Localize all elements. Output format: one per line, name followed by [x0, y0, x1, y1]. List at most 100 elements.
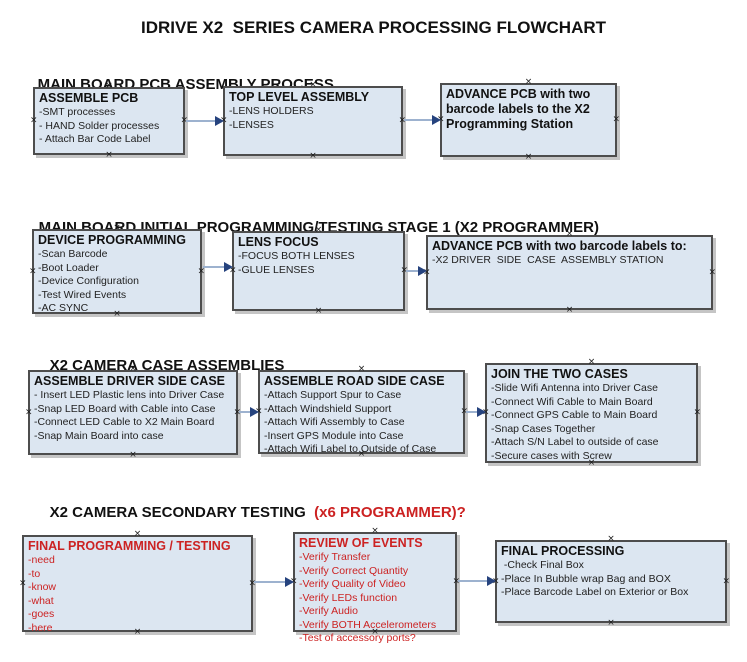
box-line: -Snap LED Board with Cable into Case [34, 402, 216, 415]
arrow-line [254, 581, 286, 583]
flow-box-review-of-events: REVIEW OF EVENTS -Verify Transfer-Verify… [290, 527, 460, 645]
arrow-head-icon [250, 407, 259, 417]
box-line: -Attach Support Spur to Case [264, 389, 402, 401]
box-line: -Insert GPS Module into Case [264, 429, 404, 442]
connection-handle-icon: × [30, 115, 38, 126]
connection-handle-icon: × [524, 152, 533, 162]
flow-box-advance-pcb-programming-station: ADVANCE PCB with two barcode labels to t… [437, 78, 620, 162]
arrow-head-icon [477, 407, 486, 417]
box-line: -goes [28, 608, 55, 620]
arrow-line [458, 580, 488, 582]
box-items: -Check Final Box-Place In Bubble wrap Ba… [501, 559, 721, 600]
box-line: -Check Final Box [501, 559, 584, 571]
box-title: DEVICE PROGRAMMING [38, 233, 186, 247]
box-title: ASSEMBLE PCB [39, 91, 139, 105]
box-line: -Place Barcode Label on Exterior or Box [501, 586, 689, 598]
box-line: -Secure cases with Screw [491, 449, 612, 462]
box-title: LENS FOCUS [238, 235, 319, 249]
section-heading-text: X2 CAMERA SECONDARY TESTING [49, 504, 315, 521]
connection-handle-icon: × [612, 114, 620, 125]
arrow-head-icon [215, 116, 224, 126]
connection-handle-icon: × [398, 115, 406, 126]
arrow-head-icon [418, 266, 427, 276]
arrow-line [406, 270, 419, 272]
box-line: -Snap Cases Together [491, 422, 596, 435]
box-title: ADVANCE PCB with two barcode labels to t… [446, 87, 591, 131]
box-line: -LENS HOLDERS [229, 105, 314, 117]
section-heading-case-assemblies: X2 CAMERA CASE ASSEMBLIES [33, 340, 285, 391]
box-items: -SMT processes- HAND Solder processes- A… [39, 106, 179, 147]
box-title: REVIEW OF EVENTS [299, 536, 423, 550]
connection-handle-icon: × [19, 578, 27, 588]
page-title: IDRIVE X2 SERIES CAMERA PROCESSING FLOWC… [140, 18, 607, 37]
arrow-line [466, 411, 478, 413]
box-items: -need-to-know-what-goes-here [28, 554, 247, 635]
box-line: -Connect GPS Cable to Main Board [491, 409, 658, 421]
arrow-head-icon [285, 577, 294, 587]
box-line: -LENSES [229, 118, 274, 131]
arrow-line [404, 119, 433, 121]
flow-box-final-programming-testing: FINAL PROGRAMMING / TESTING -need-to-kno… [19, 530, 256, 637]
box-line: -Connect Wifi Cable to Main Board [491, 395, 653, 408]
section-heading-secondary-testing: X2 CAMERA SECONDARY TESTING (x6 PROGRAMM… [33, 487, 466, 538]
box-line: -Verify BOTH Accelerometers [299, 618, 437, 631]
box-line: - HAND Solder processes [39, 119, 160, 132]
arrow-head-icon [487, 576, 496, 586]
box-line: - Attach Bar Code Label [39, 133, 151, 145]
box-line: -Verify Transfer [299, 551, 371, 563]
box-line: -AC SYNC [38, 302, 89, 314]
box-line: -Connect LED Cable to X2 Main Board [34, 416, 215, 428]
box-items: -Scan Barcode-Boot Loader-Device Configu… [38, 248, 196, 316]
box-line: -Verify Audio [299, 605, 358, 617]
connection-handle-icon: × [357, 364, 366, 374]
connection-handle-icon: × [452, 576, 460, 587]
box-line: -FOCUS BOTH LENSES [238, 250, 355, 262]
box-line: -Device Configuration [38, 275, 139, 287]
connection-handle-icon: × [565, 305, 574, 315]
connection-handle-icon: × [607, 534, 615, 544]
flow-box-device-programming: DEVICE PROGRAMMING -Scan Barcode-Boot Lo… [29, 224, 205, 319]
box-line: -Verify Correct Quantity [299, 564, 409, 577]
box-line: -to [28, 567, 41, 580]
box-line: -Test Wired Events [38, 288, 127, 301]
box-line: -Attach Windshield Support [264, 402, 392, 415]
arrow-line [203, 266, 225, 268]
box-line: -Place In Bubble wrap Bag and BOX [501, 572, 671, 585]
connection-handle-icon: × [314, 306, 323, 316]
flow-box-join-the-two-cases: JOIN THE TWO CASES -Slide Wifi Antenna i… [482, 358, 701, 468]
flow-box-assemble-road-side-case: ASSEMBLE ROAD SIDE CASE -Attach Support … [255, 365, 468, 459]
box-line: -know [28, 581, 57, 593]
box-items: -Slide Wifi Antenna into Driver Case-Con… [491, 382, 692, 463]
box-title: ASSEMBLE ROAD SIDE CASE [264, 374, 445, 388]
box-title: ASSEMBLE DRIVER SIDE CASE [34, 374, 226, 388]
box-title: ADVANCE PCB with two barcode labels to: [432, 239, 687, 253]
flow-box-top-level-assembly: TOP LEVEL ASSEMBLY -LENS HOLDERS-LENSES … [220, 81, 406, 161]
connection-handle-icon: × [197, 266, 205, 276]
connection-handle-icon: × [693, 407, 701, 418]
box-line: -Verify Quality of Video [299, 578, 406, 590]
box-line: -Boot Loader [38, 261, 99, 274]
connection-handle-icon: × [105, 150, 113, 160]
arrow-line [186, 120, 216, 122]
box-line: -Test of accessory ports? [299, 632, 416, 644]
arrow-line [239, 411, 251, 413]
connection-handle-icon: × [524, 77, 533, 87]
arrow-head-icon [432, 115, 441, 125]
box-items: -LENS HOLDERS-LENSES [229, 105, 397, 132]
box-line: -need [28, 554, 55, 566]
box-line: -GLUE LENSES [238, 263, 315, 276]
box-items: -X2 DRIVER SIDE CASE ASSEMBLY STATION [432, 254, 707, 268]
box-title: FINAL PROCESSING [501, 544, 625, 558]
connection-handle-icon: × [29, 266, 37, 276]
box-line: -Scan Barcode [38, 248, 108, 260]
flow-box-assemble-pcb: ASSEMBLE PCB -SMT processes- HAND Solder… [30, 82, 188, 160]
connection-handle-icon: × [708, 267, 716, 277]
box-line: -Attach S/N Label to outside of case [491, 436, 659, 448]
box-title: TOP LEVEL ASSEMBLY [229, 90, 370, 104]
flow-box-assemble-driver-side-case: ASSEMBLE DRIVER SIDE CASE - Insert LED P… [25, 365, 241, 460]
box-line: -here [28, 621, 53, 634]
box-line: -Attach Wifi Label to Outside of Case [264, 443, 437, 455]
box-items: -Attach Support Spur to Case-Attach Wind… [264, 389, 459, 457]
flow-box-final-processing: FINAL PROCESSING -Check Final Box-Place … [492, 535, 730, 628]
box-line: -Slide Wifi Antenna into Driver Case [491, 382, 658, 394]
